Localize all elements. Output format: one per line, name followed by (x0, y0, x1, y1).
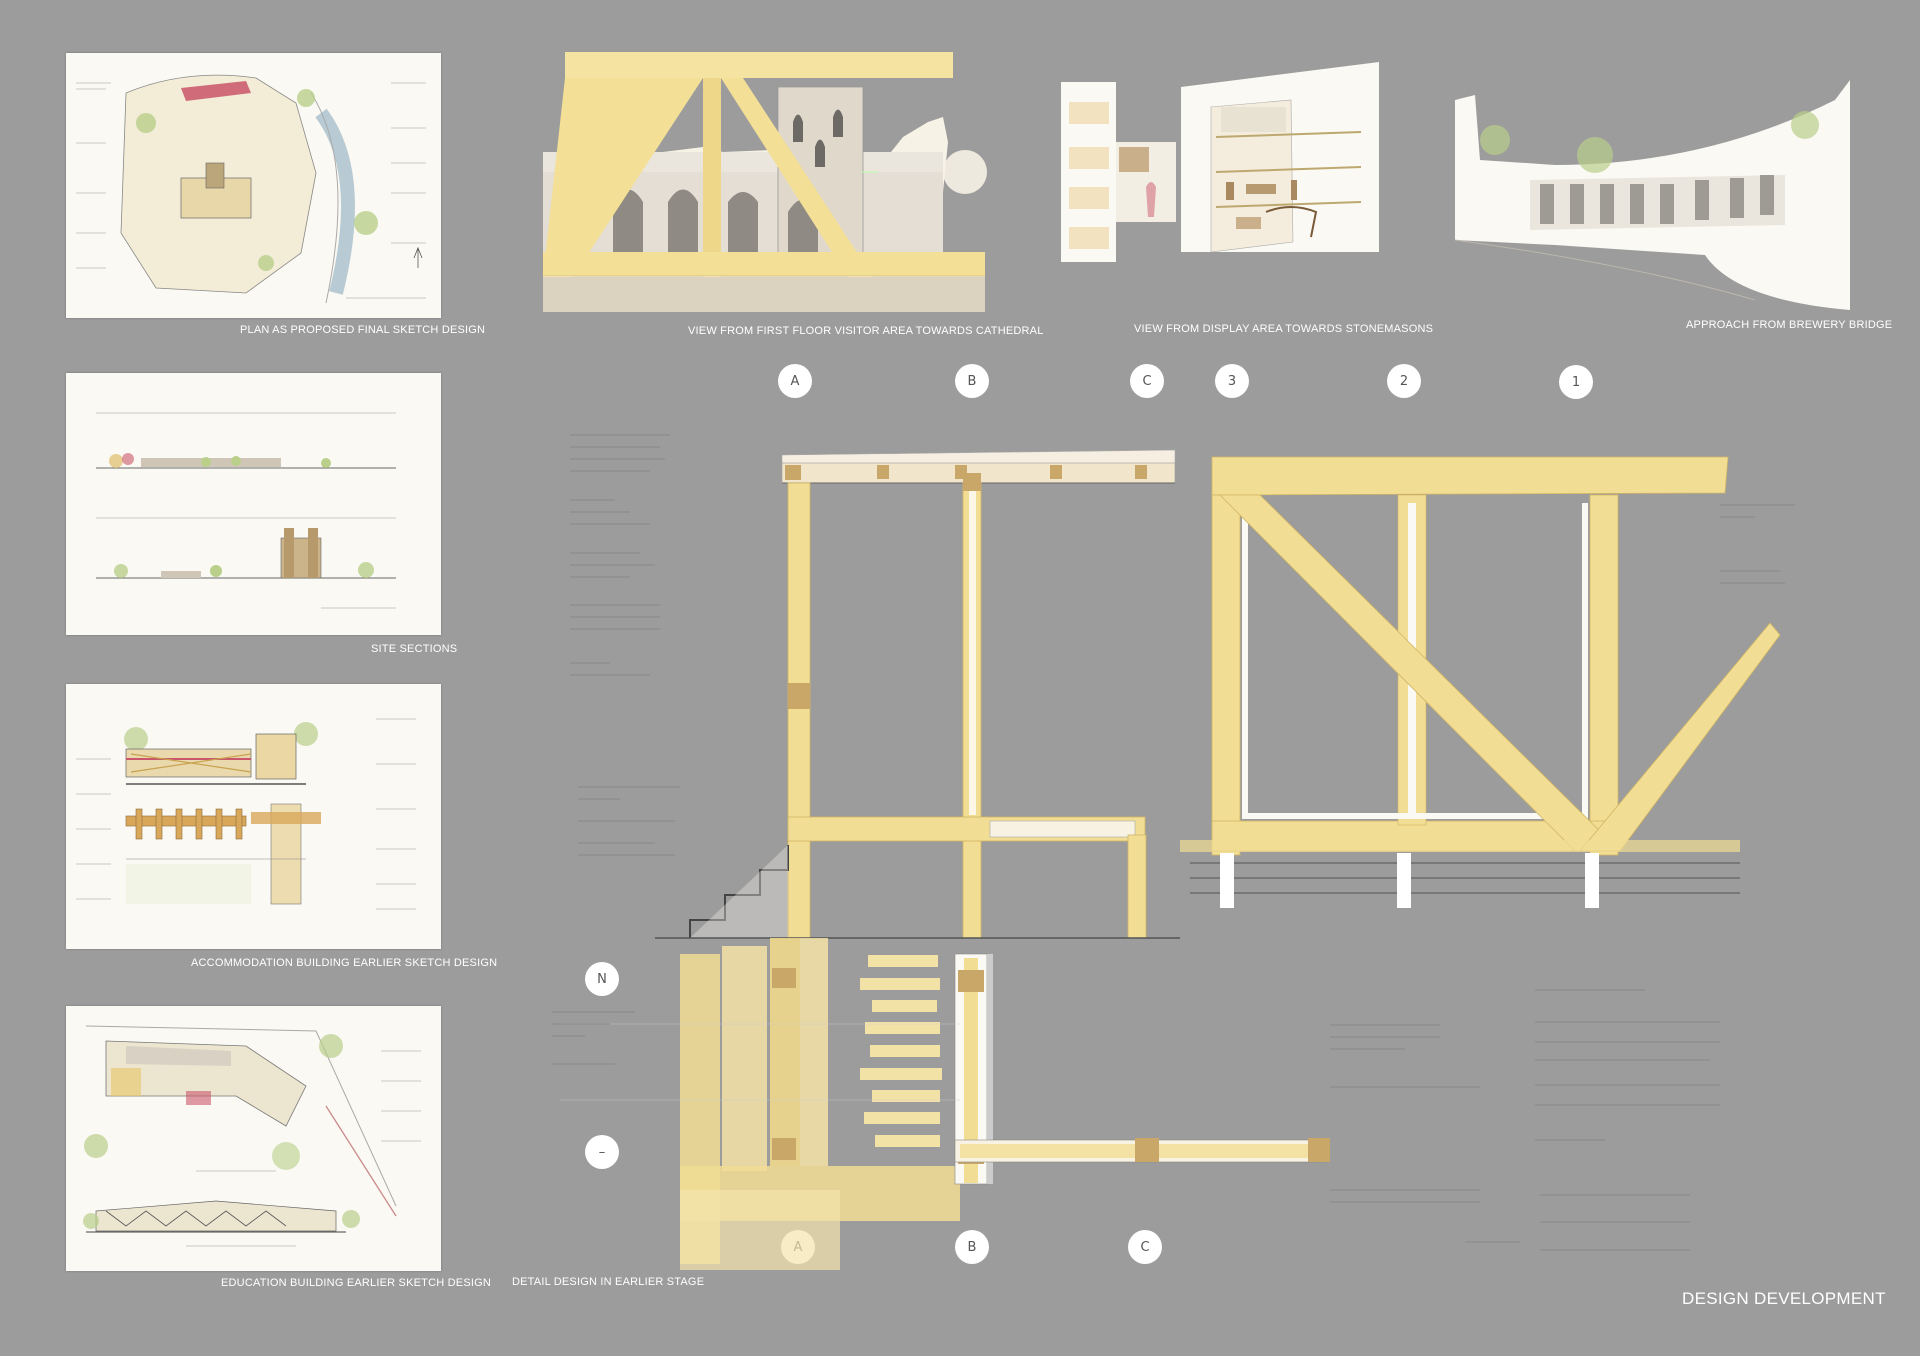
section-drawing-svg (570, 434, 1180, 939)
plan-detail-drawing-svg (552, 938, 1720, 1270)
site-sections-sheet (66, 373, 441, 635)
site-sections-drawing (66, 373, 441, 635)
stonemasons-view-caption: VIEW FROM DISPLAY AREA TOWARDS STONEMASO… (1134, 323, 1434, 335)
grid-marker-b: B (955, 364, 989, 398)
north-marker: N (585, 962, 619, 996)
education-caption: EDUCATION BUILDING EARLIER SKETCH DESIGN (221, 1277, 492, 1289)
education-drawing (66, 1006, 441, 1271)
approach-view-sketch (1454, 80, 1857, 310)
accommodation-drawing (66, 684, 441, 949)
accommodation-caption: ACCOMMODATION BUILDING EARLIER SKETCH DE… (191, 957, 498, 969)
grid-marker-1: 1 (1559, 365, 1593, 399)
grid-marker-c: C (1130, 364, 1164, 398)
approach-view-drawing (1454, 80, 1850, 310)
education-sheet (66, 1006, 441, 1271)
stonemasons-view-sketch (1061, 62, 1380, 267)
plan-caption: PLAN AS PROPOSED FINAL SKETCH DESIGN (240, 324, 486, 336)
cathedral-view-sketch (543, 52, 987, 312)
detail-caption: DETAIL DESIGN IN EARLIER STAGE (512, 1276, 705, 1288)
grid-marker-2: 2 (1387, 364, 1421, 398)
plan-sheet (66, 53, 441, 318)
board-title: DESIGN DEVELOPMENT (1682, 1289, 1886, 1308)
stonemasons-view-drawing (1061, 62, 1379, 262)
cathedral-view-drawing (543, 52, 987, 312)
plan-drawing (66, 53, 441, 318)
grid-marker-3: 3 (1215, 364, 1249, 398)
cathedral-view-caption: VIEW FROM FIRST FLOOR VISITOR AREA TOWAR… (688, 325, 1044, 337)
minus-icon: – (585, 1135, 619, 1169)
plan-detail-drawing (552, 930, 1900, 1275)
elevation-drawing-svg (1180, 456, 1795, 908)
grid-marker-bottom-b: B (955, 1230, 989, 1264)
grid-marker-bottom-c: C (1128, 1230, 1162, 1264)
elevation-drawing (1180, 453, 1920, 923)
site-sections-caption: SITE SECTIONS (371, 643, 458, 655)
section-drawing (560, 425, 1180, 945)
accommodation-sheet (66, 684, 441, 949)
approach-caption: APPROACH FROM BREWERY BRIDGE (1686, 319, 1893, 331)
grid-marker-a: A (778, 364, 812, 398)
